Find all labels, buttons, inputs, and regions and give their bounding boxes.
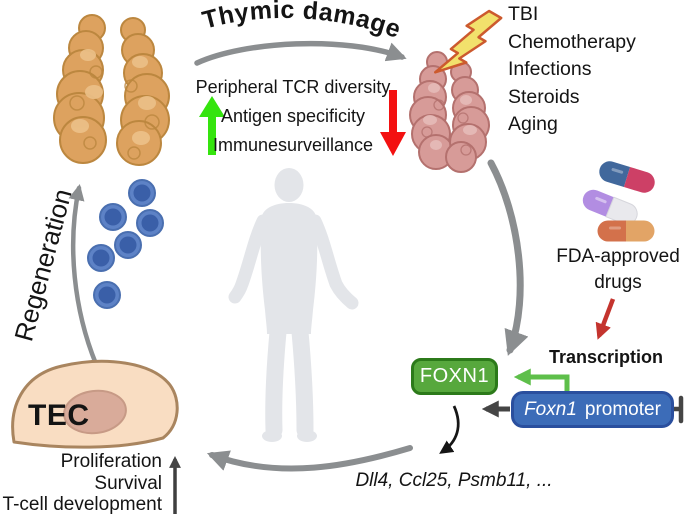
tec-function: T-cell development — [2, 494, 162, 515]
t-cell-icon — [87, 244, 115, 272]
damage-cause: TBI — [508, 3, 539, 25]
pills-icon — [582, 161, 655, 242]
foxn1-target-genes-arrow — [439, 405, 460, 454]
damage-cause: Infections — [508, 58, 592, 80]
capsule-icon — [597, 220, 655, 242]
foxn1-label: FOXN1 — [419, 365, 490, 387]
foxn1-node: FOXN1 — [411, 358, 498, 395]
cycle-arrows — [68, 40, 529, 472]
tec-cell-icon — [11, 359, 179, 449]
t-cell-icon — [128, 179, 156, 207]
damage-causes-list: TBI Chemotherapy Infections Steroids Agi… — [508, 1, 636, 139]
thymic-damage-title: Thymic damage — [199, 0, 404, 44]
regeneration-arrow — [68, 184, 99, 367]
damage-cause: Chemotherapy — [508, 30, 636, 53]
foxn1-to-tec-arrow — [206, 445, 413, 472]
t-cell-icon — [93, 281, 121, 309]
human-silhouette — [228, 168, 359, 442]
tec-function: Survival — [94, 472, 162, 494]
drugs-transcription-arrow — [595, 298, 616, 340]
increase-up-arrow — [199, 96, 225, 155]
foxn1-promoter-node: Foxn1 promoter — [511, 391, 674, 428]
tec-functions-list: Proliferation Survival T-cell developmen… — [0, 451, 162, 516]
t-cell-cluster — [87, 179, 164, 309]
declining-function: Immunesurveillance — [212, 135, 374, 155]
damaged-thymus-icon — [409, 51, 490, 173]
tec-label: TEC — [28, 399, 90, 432]
damage-cause: Steroids — [508, 85, 580, 108]
declining-function: Antigen specificity — [220, 106, 366, 126]
declining-functions-list: Peripheral TCR diversity Antigen specifi… — [195, 73, 391, 160]
damage-cause: Aging — [508, 113, 558, 135]
declining-function: Peripheral TCR diversity — [195, 77, 391, 97]
tec-nucleus — [63, 389, 127, 435]
healthy-thymus-icon — [53, 14, 170, 166]
lightning-bolt-icon — [433, 9, 503, 74]
capsule-icon — [599, 161, 655, 193]
transcription-label: Transcription — [548, 347, 664, 367]
damage-to-foxn1-arrow — [487, 159, 529, 356]
t-cell-icon — [99, 203, 127, 231]
decrease-down-arrow — [380, 90, 406, 156]
promoter-gene-label: Foxn1 — [524, 398, 577, 420]
fda-drugs-caption: FDA-approved drugs — [556, 246, 680, 293]
target-genes-label: Dll4, Ccl25, Psmb11, ... — [355, 470, 553, 491]
promoter-suffix-label: promoter — [584, 398, 661, 420]
t-cell-icon — [136, 209, 164, 237]
tec-function: Proliferation — [60, 451, 162, 472]
promoter-activation-arrow — [513, 368, 570, 393]
t-cell-icon — [114, 231, 142, 259]
thymic-damage-arrow — [194, 40, 407, 66]
